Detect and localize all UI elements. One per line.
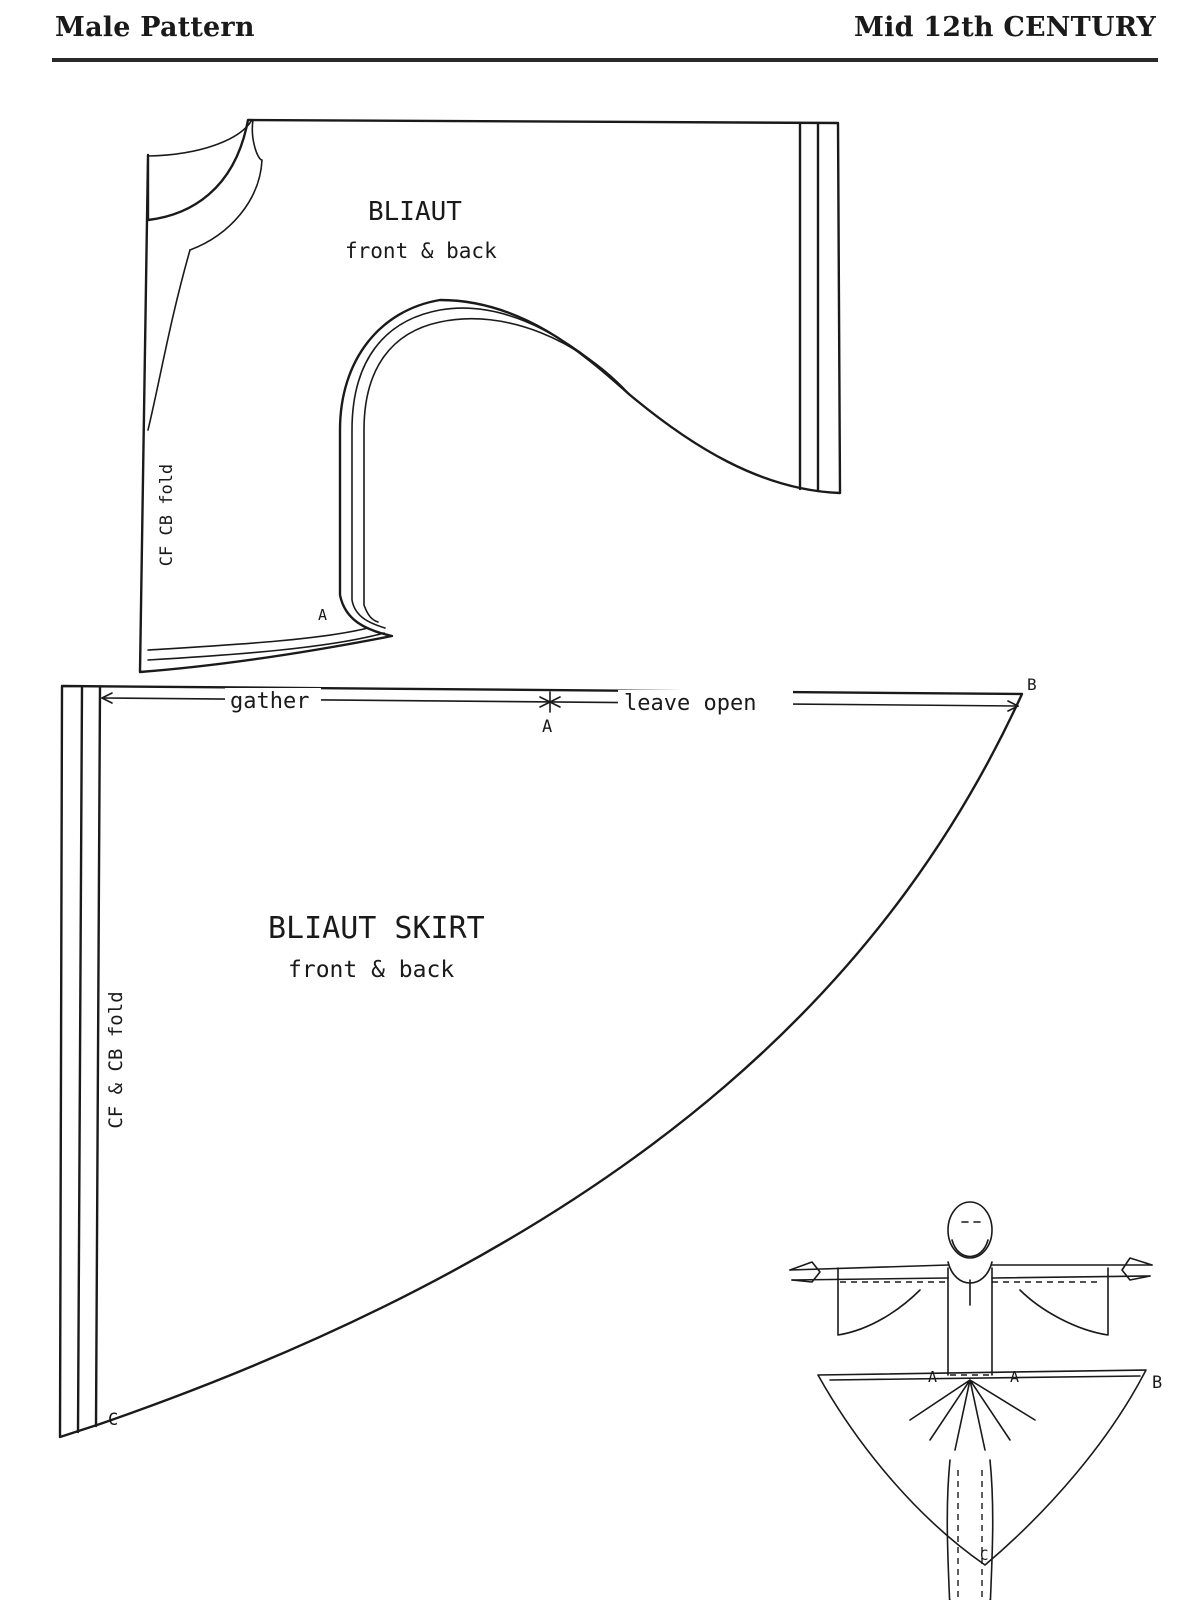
skirt-pattern-piece: gather leave open A B C BLIAUT SKIRT fro… bbox=[58, 675, 1037, 1439]
gather-label: gather bbox=[230, 689, 309, 714]
figure-label-a-left: A bbox=[928, 1368, 937, 1386]
bodice-shoulder-line bbox=[147, 249, 191, 431]
figure-skirt bbox=[817, 1369, 1147, 1566]
skirt-point-b: B bbox=[1027, 675, 1037, 694]
skirt-title: BLIAUT SKIRT bbox=[268, 911, 485, 946]
figure-right-sleeve bbox=[1019, 1267, 1109, 1336]
figure-left-hand bbox=[789, 1261, 821, 1283]
open-arrow-right bbox=[1007, 700, 1019, 712]
bodice-hem-band-1 bbox=[147, 627, 369, 651]
figure-beard bbox=[951, 1239, 989, 1258]
figure-right-hand bbox=[1121, 1257, 1153, 1281]
armhole-band-2 bbox=[363, 317, 631, 623]
armhole-band-1 bbox=[351, 307, 631, 629]
skirt-fold-band-1 bbox=[76, 685, 84, 1434]
skirt-fold-band-2 bbox=[94, 685, 102, 1428]
neckline-facing bbox=[147, 119, 263, 251]
figure-leg-dashes bbox=[957, 1470, 983, 1600]
figure-label-c: C bbox=[980, 1548, 988, 1564]
figure-label-a-right: A bbox=[1010, 1368, 1019, 1386]
figure-legs bbox=[946, 1459, 994, 1600]
figure-sketch: A A B C bbox=[789, 1201, 1162, 1600]
figure-arms-bottom bbox=[791, 1275, 1151, 1281]
bodice-fold-label: CF CB fold bbox=[157, 464, 177, 566]
skirt-point-c: C bbox=[108, 1410, 118, 1430]
figure-arms-top bbox=[789, 1264, 1153, 1271]
skirt-fold-label: CF & CB fold bbox=[105, 991, 127, 1128]
header-right-title: Mid 12th CENTURY bbox=[854, 12, 1156, 43]
bodice-point-a: A bbox=[318, 606, 327, 624]
header-rule bbox=[52, 58, 1158, 62]
leave-open-label: leave open bbox=[624, 691, 756, 716]
header-left-title: Male Pattern bbox=[55, 12, 255, 43]
bodice-hem-band-2 bbox=[147, 632, 385, 661]
figure-left-sleeve bbox=[837, 1267, 921, 1336]
bodice-title: BLIAUT bbox=[368, 197, 462, 227]
neckline-inner bbox=[147, 119, 253, 157]
skirt-subtitle: front & back bbox=[288, 957, 454, 983]
figure-torso bbox=[947, 1267, 993, 1376]
bodice-outline bbox=[138, 118, 842, 674]
skirt-point-a: A bbox=[542, 717, 552, 737]
figure-head bbox=[947, 1201, 993, 1259]
skirt-outline bbox=[58, 684, 1024, 1439]
figure-skirt-band bbox=[829, 1375, 1141, 1381]
bodice-pattern-piece: BLIAUT front & back CF CB fold A bbox=[138, 118, 842, 674]
figure-label-b: B bbox=[1152, 1373, 1162, 1393]
figure-gather-lines bbox=[909, 1379, 1036, 1451]
bodice-subtitle: front & back bbox=[345, 239, 497, 263]
open-arrow-left bbox=[549, 696, 561, 708]
gather-arrow-left bbox=[101, 692, 113, 704]
